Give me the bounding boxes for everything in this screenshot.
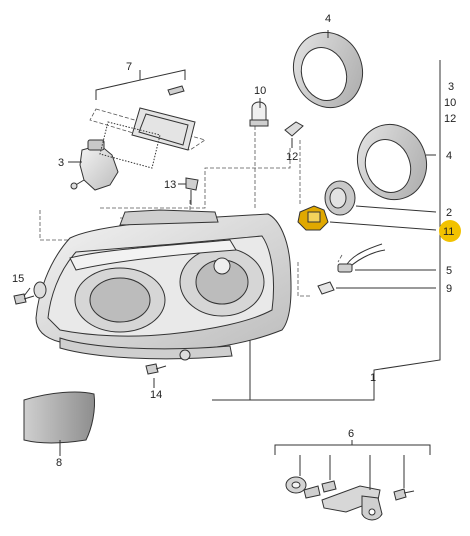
headlamp-housing — [33, 209, 292, 361]
label-15: 15 — [12, 273, 24, 285]
bracket-6 — [274, 440, 431, 455]
reflector-lens — [23, 391, 95, 444]
label-4-top: 4 — [325, 13, 331, 25]
highlight-badge-11: 11 — [439, 220, 461, 242]
label-4-right: 4 — [446, 150, 452, 162]
bulb-socket — [284, 121, 304, 137]
label-10-right: 10 — [444, 97, 456, 109]
label-14: 14 — [150, 389, 162, 401]
cover-ring-right — [357, 123, 427, 201]
label-9: 9 — [446, 283, 452, 295]
side-bulb — [249, 101, 269, 127]
label-6: 6 — [348, 428, 354, 440]
cover-ring-top — [293, 31, 363, 109]
label-10: 10 — [254, 85, 266, 97]
label-2: 2 — [446, 207, 452, 219]
cover-cap-assembly — [99, 85, 196, 169]
label-8: 8 — [56, 457, 62, 469]
label-12: 12 — [286, 151, 298, 163]
bracket-6-parts — [285, 476, 415, 521]
screw-14 — [145, 363, 167, 375]
label-3-right: 3 — [448, 81, 454, 93]
label-3: 3 — [58, 157, 64, 169]
bracket-7 — [95, 69, 186, 100]
screw-13 — [185, 177, 199, 205]
label-7: 7 — [126, 61, 132, 73]
main-bulb — [297, 205, 329, 231]
label-5: 5 — [446, 265, 452, 277]
bulb-cap-2 — [324, 180, 356, 216]
label-13: 13 — [164, 179, 176, 191]
leader-lines — [23, 30, 441, 490]
label-1: 1 — [370, 372, 376, 384]
label-11: 11 — [443, 226, 454, 238]
label-12-right: 12 — [444, 113, 456, 125]
leveling-motor — [70, 139, 119, 191]
side-bulb-9 — [317, 281, 335, 295]
screw-15 — [13, 293, 35, 305]
wire-harness — [337, 243, 386, 273]
